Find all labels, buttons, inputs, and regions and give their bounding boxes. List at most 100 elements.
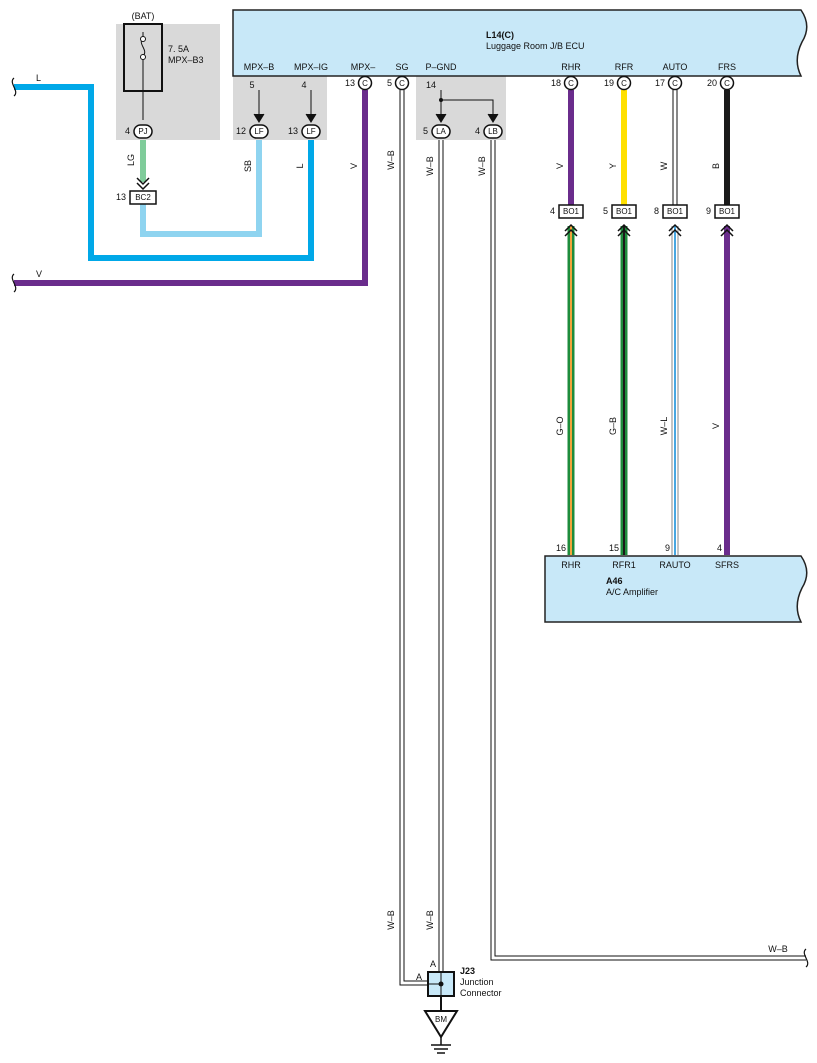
amplifier-block <box>544 555 808 623</box>
wire-lb-wb <box>490 140 806 961</box>
ground-label: BM <box>435 1015 447 1024</box>
connector-lb: LB <box>483 124 503 139</box>
arrow-mpx-ig <box>305 113 317 123</box>
svg-text:C: C <box>621 79 627 88</box>
connector-c-mpx: C <box>357 75 373 91</box>
pin-auto: 17 <box>655 78 665 88</box>
wire-label-v-left: V <box>36 269 42 279</box>
wire-sb <box>140 140 262 237</box>
ecu-terminal-pgnd: P–GND <box>425 62 457 72</box>
connector-c-rfr: C <box>616 75 632 91</box>
junction-name-1: Junction <box>460 977 494 987</box>
pin-rfr: 19 <box>604 78 614 88</box>
wire-break-right <box>803 948 809 968</box>
amp-terminal-rhr: RHR <box>561 560 581 570</box>
junction-pin-a-left: A <box>416 972 422 982</box>
connector-c-auto: C <box>667 75 683 91</box>
wire-l <box>14 84 314 261</box>
ecu-id: L14(C) <box>486 30 514 40</box>
wire-label-g-b: G–B <box>608 417 618 435</box>
wire-label-la-lower: W–B <box>425 910 435 930</box>
amp-name: A/C Amplifier <box>606 587 658 597</box>
amp-terminal-rauto: RAUTO <box>659 560 690 570</box>
pin-pgnd: 14 <box>426 80 436 90</box>
svg-text:C: C <box>672 79 678 88</box>
arrow-la <box>435 113 447 123</box>
connector-lf-12: LF <box>249 124 269 139</box>
ecu-terminal-auto: AUTO <box>663 62 688 72</box>
ecu-terminal-rhr: RHR <box>561 62 581 72</box>
svg-text:BO1: BO1 <box>616 207 633 216</box>
chevron-icon-bo1-auto <box>668 223 682 237</box>
connector-c-rhr: C <box>563 75 579 91</box>
wire-label-sfrs: V <box>711 423 721 429</box>
fuse-terminal-bottom <box>140 54 146 60</box>
connector-c-frs: C <box>719 75 735 91</box>
pin-sg: 5 <box>387 78 392 88</box>
wire-label-auto: W <box>659 161 669 170</box>
junction-name-2: Connector <box>460 988 502 998</box>
wire-label-w-l: W–L <box>659 417 669 436</box>
svg-text:C: C <box>568 79 574 88</box>
pin-bc2: 13 <box>116 192 126 202</box>
svg-text:LA: LA <box>436 127 446 136</box>
connector-pj: PJ <box>133 124 153 139</box>
wire-label-rhr: V <box>555 163 565 169</box>
wire-label-lg: LG <box>126 154 136 166</box>
wire-sg-wb <box>399 90 428 986</box>
pin-bo1-auto: 8 <box>654 206 659 216</box>
wire-label-l: L <box>295 163 305 168</box>
arrow-lb <box>487 113 499 123</box>
svg-text:BO1: BO1 <box>563 207 580 216</box>
wire-label-l-left: L <box>36 73 41 83</box>
connector-bc2: BC2 <box>129 190 157 205</box>
chevron-icon-bc2 <box>136 177 150 191</box>
pgnd-splice <box>439 98 443 102</box>
wire-label-right-exit: W–B <box>768 944 788 954</box>
ecu-terminal-rfr: RFR <box>615 62 634 72</box>
fuse-amp: 7. 5A <box>168 44 189 54</box>
wire-break-left-v <box>11 273 17 293</box>
svg-text:BC2: BC2 <box>135 193 151 202</box>
pin-lb: 4 <box>475 126 480 136</box>
connector-bo1-rhr: BO1 <box>558 204 584 219</box>
pin-mpx-ig: 4 <box>301 80 306 90</box>
amp-pin-sfrs: 4 <box>717 543 722 553</box>
junction-id: J23 <box>460 966 475 976</box>
fuse-terminal-top <box>140 36 146 42</box>
bat-fuse-box <box>116 24 220 140</box>
pin-rhr: 18 <box>551 78 561 88</box>
svg-text:LB: LB <box>488 127 498 136</box>
svg-text:C: C <box>399 79 405 88</box>
pin-bo1-frs: 9 <box>706 206 711 216</box>
pin-mpx-minus: 13 <box>345 78 355 88</box>
svg-text:LF: LF <box>306 127 315 136</box>
pin-lf-13: 13 <box>288 126 298 136</box>
ecu-terminal-sg: SG <box>395 62 408 72</box>
wire-label-sg: W–B <box>386 150 396 170</box>
connector-bo1-auto: BO1 <box>662 204 688 219</box>
chevron-icon-bo1-rhr <box>564 223 578 237</box>
wire-label-frs: B <box>711 163 721 169</box>
amp-pin-rauto: 9 <box>665 543 670 553</box>
amp-terminal-rfr1: RFR1 <box>612 560 636 570</box>
fuse-name: MPX–B3 <box>168 55 204 65</box>
svg-text:C: C <box>362 79 368 88</box>
pin-bo1-rfr: 5 <box>603 206 608 216</box>
ecu-terminal-frs: FRS <box>718 62 736 72</box>
chevron-icon-bo1-rfr <box>617 223 631 237</box>
bat-label: (BAT) <box>132 11 155 21</box>
ecu-terminal-mpx-ig: MPX–IG <box>294 62 328 72</box>
wire-lb-wb-core <box>491 140 806 960</box>
wire-break-left-l <box>11 77 17 97</box>
amp-terminal-sfrs: SFRS <box>715 560 739 570</box>
wire-sg-wb-core <box>400 90 428 985</box>
ecu-name: Luggage Room J/B ECU <box>486 41 585 51</box>
svg-text:C: C <box>724 79 730 88</box>
ground-icon <box>431 1037 451 1054</box>
wire-label-v: V <box>349 163 359 169</box>
pin-la: 5 <box>423 126 428 136</box>
wire-label-lb: W–B <box>477 156 487 176</box>
amp-pin-rfr1: 15 <box>609 543 619 553</box>
